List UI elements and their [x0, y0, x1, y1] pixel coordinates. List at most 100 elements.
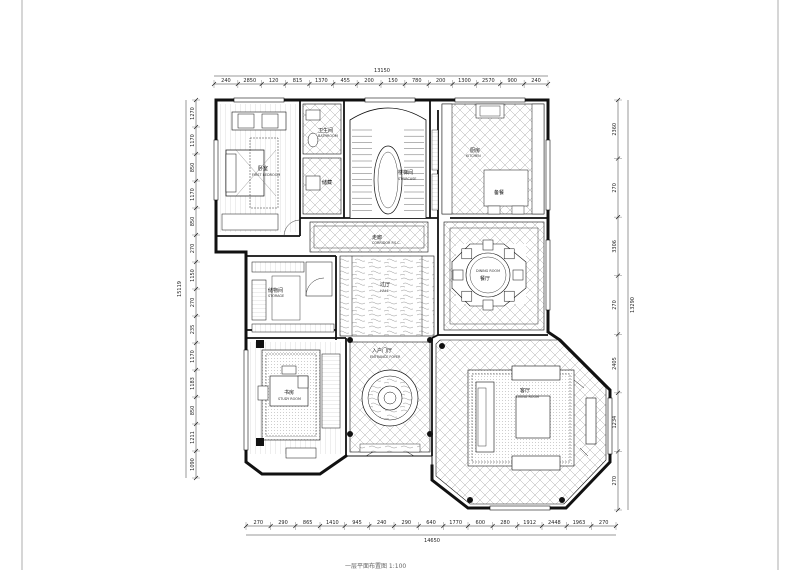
right-dim-segment-label: 270	[612, 476, 618, 486]
room-label-study: 书房	[284, 389, 294, 396]
left-dim-segment-label: 1183	[190, 377, 196, 390]
top-dim-segment-label: 240	[531, 78, 541, 84]
left-dim-segment-label: 1170	[190, 188, 196, 201]
room-sub-bath: BATHROOM	[318, 134, 338, 138]
room-sub-foyer: ENTRANCE FOYER	[370, 355, 401, 359]
left-dim-segment-label: 850	[190, 406, 196, 416]
dining-chair	[452, 269, 464, 281]
top-dimension-chain: 13150 240 2850 120 815 1370 455 200 150 780 200 13…	[211, 68, 551, 88]
bottom-dim-segment-label: 290	[278, 520, 288, 526]
left-dim-segment-label: 1211	[190, 431, 196, 444]
room-label-dining: 餐厅	[480, 275, 490, 282]
top-dim-segment-label: 120	[269, 78, 279, 84]
kitchen: 厨房 KITCHEN 备餐	[441, 103, 545, 215]
bottom-dim-segment-label: 1912	[523, 520, 536, 526]
bottom-dim-segment-label: 2448	[548, 520, 561, 526]
right-dim-segment-label: 270	[612, 183, 618, 193]
top-dim-segment-label: 455	[340, 78, 350, 84]
room-sub-stair: STAIRCASE	[398, 177, 416, 181]
room-sub-storage: STORAGE	[268, 294, 284, 298]
left-dim-segment-label: 1090	[190, 458, 196, 471]
room-label-pantry: 储藏	[322, 179, 332, 186]
top-dim-segment-label: 780	[412, 78, 422, 84]
top-dim-segment-label: 1370	[315, 78, 328, 84]
room-label-scullery: 备餐	[494, 189, 504, 196]
top-dim-segment-label: 200	[364, 78, 374, 84]
bottom-dim-segment-label: 600	[476, 520, 486, 526]
room-sub-dining: DINING ROOM	[476, 269, 500, 273]
staircase: 楼梯间 STAIRCASE	[349, 107, 439, 218]
room-label-foyer: 入户门厅	[372, 347, 392, 354]
bedroom: 卧室 FIRST BEDROOM	[220, 104, 301, 237]
top-dim-segment-label: 200	[436, 78, 446, 84]
left-dimension-chain: 15119 1270 1170 850 1170 850 270 1150 270 235 117…	[177, 97, 200, 481]
bottom-total-dimension: 14650	[424, 538, 440, 544]
bottom-dim-segment-label: 1770	[449, 520, 462, 526]
room-label-bath: 卫生间	[318, 127, 333, 134]
bottom-dim-segment-label: 280	[500, 520, 510, 526]
dining-chair	[482, 299, 494, 311]
room-label-hall: 过厅	[380, 281, 390, 288]
corridor: 走廊 CORRIDOR P.S.C.	[309, 221, 429, 253]
top-total-dimension: 13150	[374, 68, 390, 74]
right-dim-segment-label: 270	[612, 300, 618, 310]
bottom-dim-segment-label: 865	[303, 520, 313, 526]
room-label-kitchen: 厨房	[470, 147, 480, 154]
bottom-dim-segment-label: 1410	[326, 520, 339, 526]
room-sub-bedroom: FIRST BEDROOM	[252, 173, 280, 177]
right-dim-segment-label: 2360	[612, 123, 618, 136]
left-dim-segment-label: 1150	[190, 269, 196, 282]
room-sub-hall: HALL	[380, 289, 389, 293]
room-sub-kitchen: KITCHEN	[466, 154, 481, 158]
left-dim-segment-label: 850	[190, 163, 196, 173]
right-dim-segment-label: 2405	[612, 357, 618, 370]
room-label-living: 客厅	[520, 387, 530, 394]
room-label-storage: 储物间	[268, 287, 283, 294]
top-dim-segment-label: 815	[293, 78, 303, 84]
room-sub-study: STUDY ROOM	[278, 397, 301, 401]
dining-chair	[461, 290, 473, 302]
bottom-dim-segment-label: 290	[402, 520, 412, 526]
top-dim-segment-label: 2570	[482, 78, 495, 84]
coffee-table	[515, 395, 551, 439]
top-dim-segment-label: 1300	[458, 78, 471, 84]
dining-chair	[461, 248, 473, 260]
tv-cabinet	[585, 397, 597, 445]
dining-chair	[503, 248, 515, 260]
left-total-dimension: 15119	[177, 281, 183, 297]
top-dim-segment-label: 900	[507, 78, 517, 84]
sofa-bottom	[511, 455, 561, 471]
storage-room: 储物间 STORAGE	[251, 261, 335, 333]
bottom-dim-segment-label: 240	[377, 520, 387, 526]
bottom-dim-segment-label: 270	[254, 520, 264, 526]
left-dim-segment-label: 270	[190, 244, 196, 254]
room-sub-living: LIVING ROOM	[516, 395, 539, 399]
windows	[213, 97, 613, 511]
bathroom: 卫生间 BATHROOM 储藏	[302, 103, 342, 215]
room-label-bedroom: 卧室	[258, 165, 268, 172]
dining-room: DINING ROOM 餐厅	[443, 221, 545, 331]
bottom-dim-segment-label: 640	[426, 520, 436, 526]
top-dim-segment-label: 2850	[243, 78, 256, 84]
dining-chair	[512, 269, 524, 281]
top-dim-segment-label: 240	[221, 78, 231, 84]
study-room: 书房 STUDY ROOM	[250, 340, 342, 459]
entrance-foyer: 入户门厅 ENTRANCE FOYER	[347, 337, 433, 457]
left-dim-segment-label: 850	[190, 217, 196, 227]
living-room: 客厅 LIVING ROOM	[435, 339, 607, 505]
left-dim-segment-label: 270	[190, 298, 196, 308]
left-dim-segment-label: 1170	[190, 134, 196, 147]
dining-chair	[503, 290, 515, 302]
right-total-dimension: 13290	[630, 297, 636, 313]
left-dim-segment-label: 1270	[190, 107, 196, 120]
title-block: 一层平面布置图 1:100	[345, 562, 406, 570]
bottom-dim-segment-label: 1963	[573, 520, 586, 526]
left-dim-segment-label: 235	[190, 325, 196, 335]
top-dim-segment-label: 150	[388, 78, 398, 84]
dining-chair	[482, 239, 494, 251]
right-dim-segment-label: 3306	[612, 240, 618, 253]
left-dim-segment-label: 1170	[190, 350, 196, 363]
